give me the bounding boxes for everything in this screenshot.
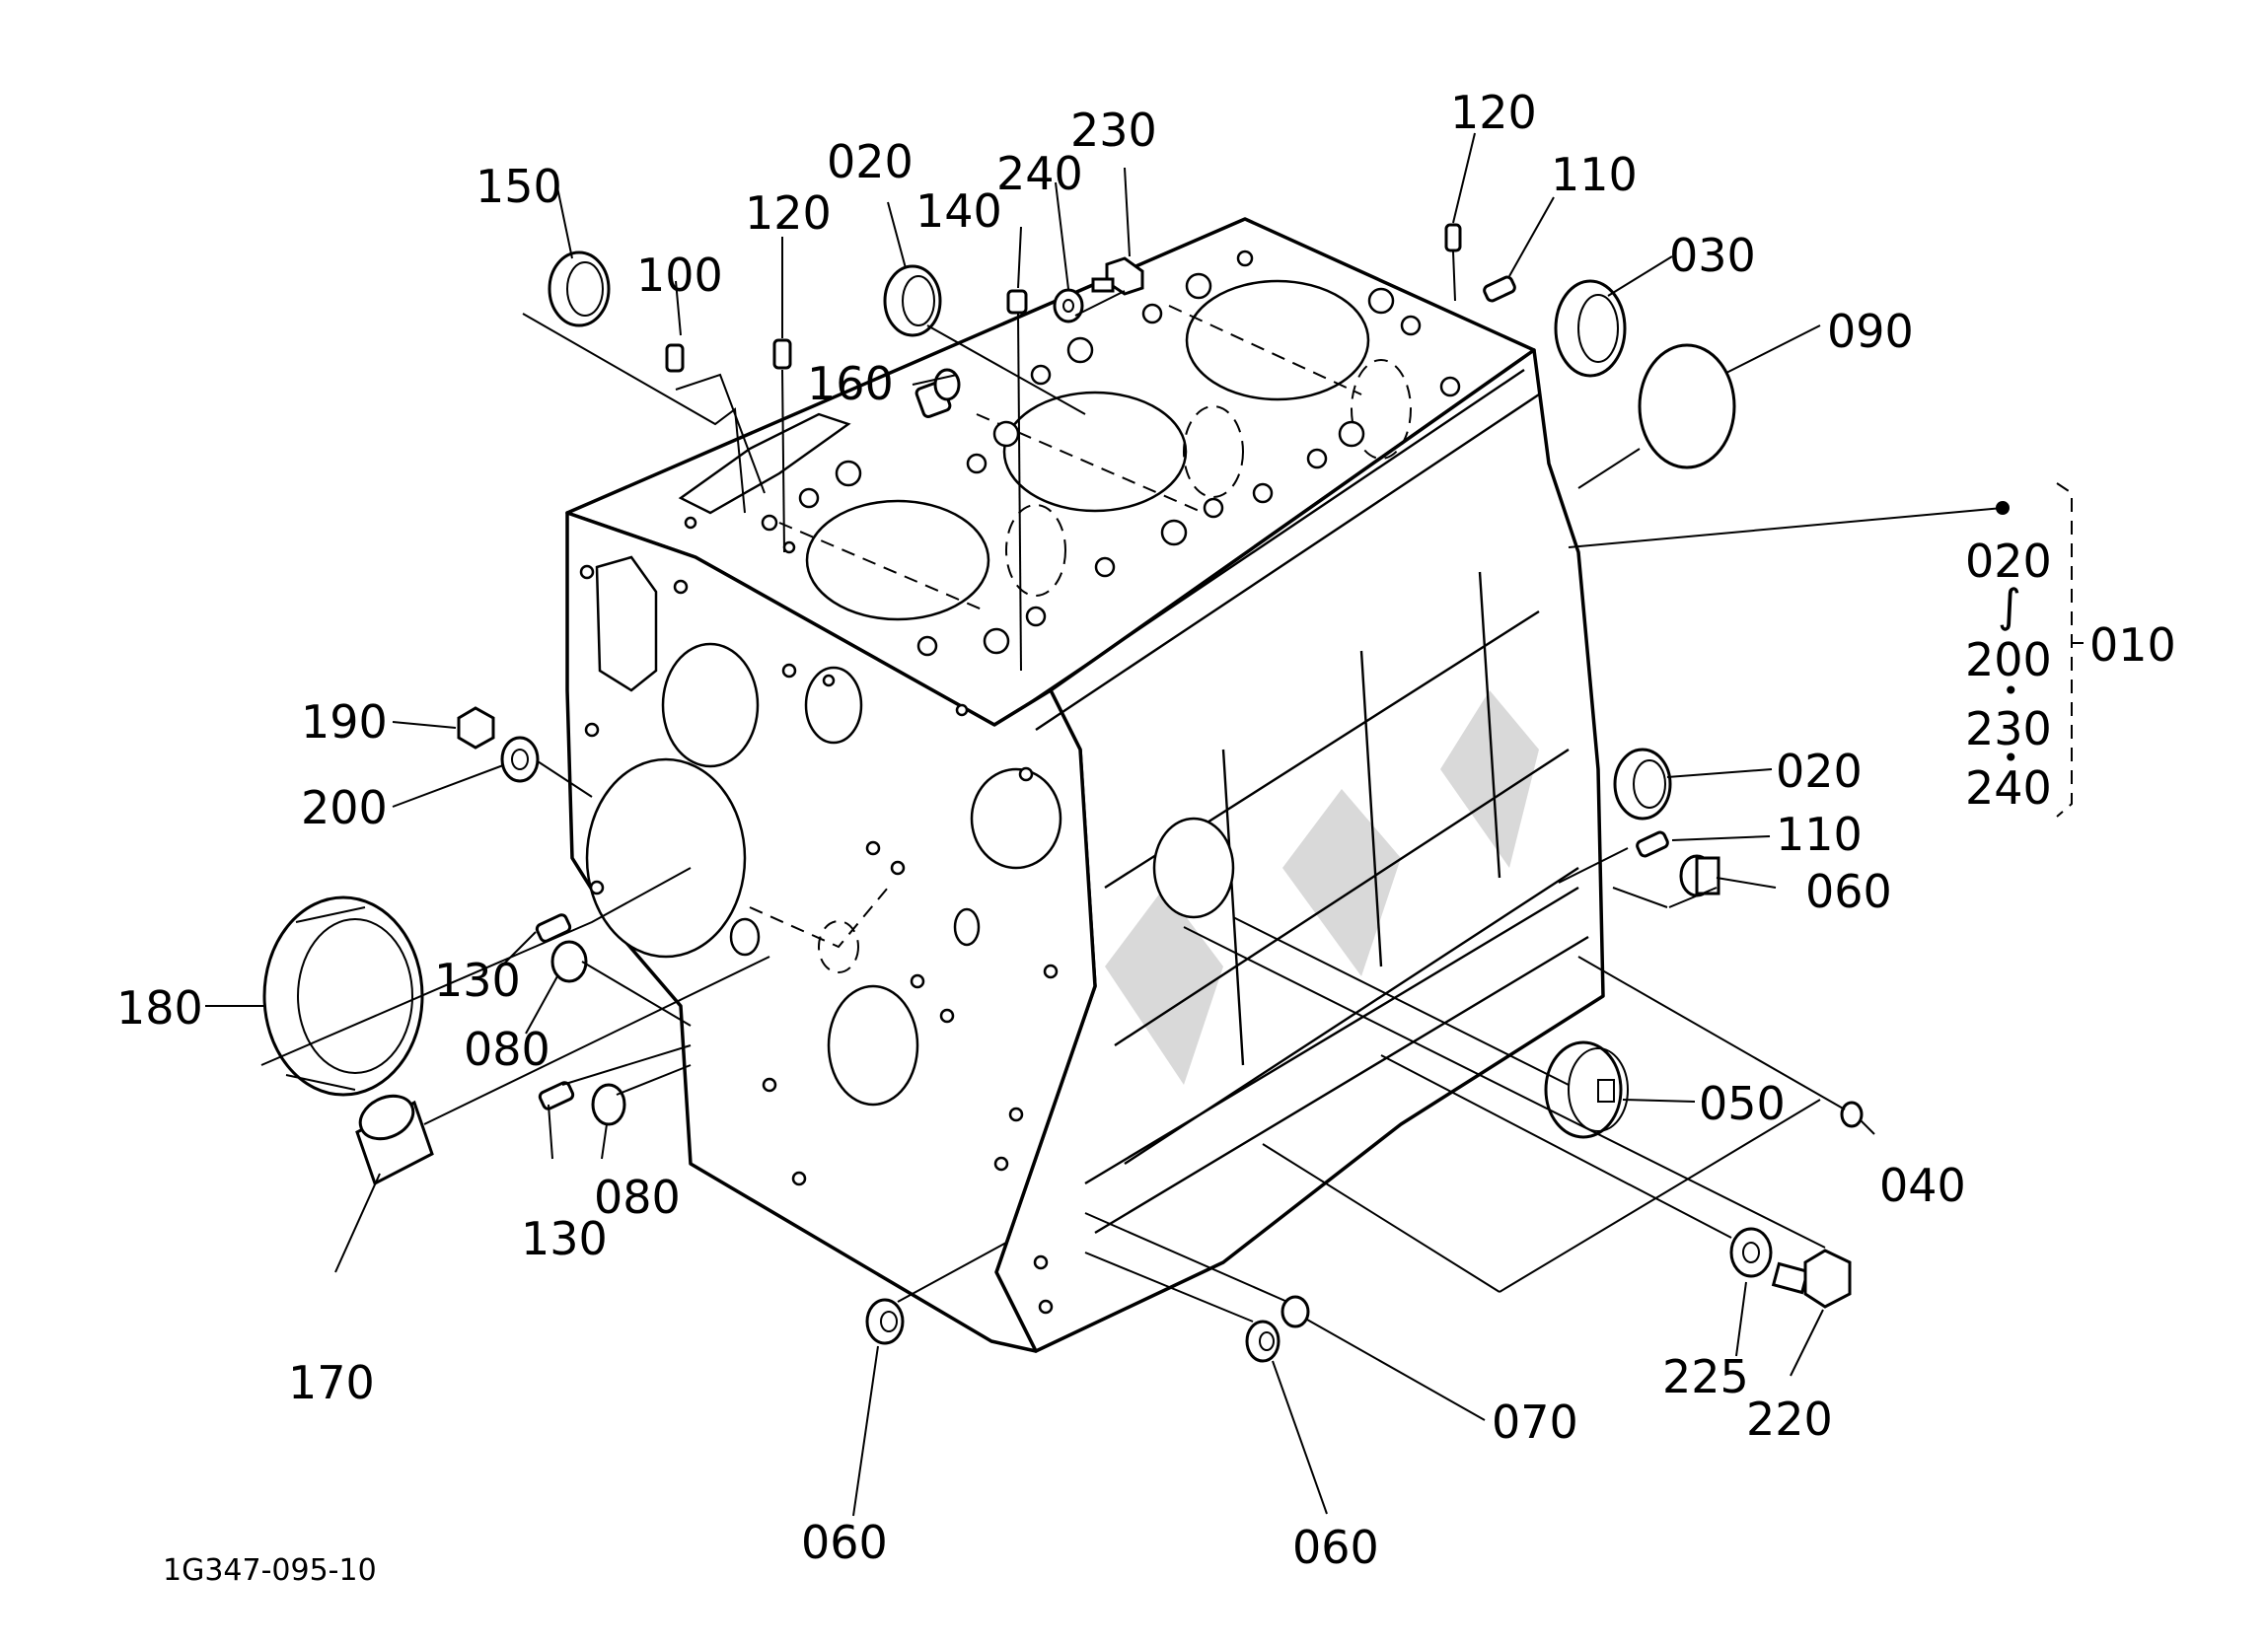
assembly-extra-240: 240 [1965,761,2052,815]
part-240-washer [1053,288,1084,323]
assembly-group: 020 ∫ 200 • 230 • 240 010 [1965,535,2176,815]
cylinder-block [565,217,1605,1353]
callout-060: 060 [1805,865,1892,918]
callout-130: 130 [521,1212,608,1265]
callout-230: 230 [1070,104,1157,157]
part-060-plug-right [1679,854,1720,897]
callout-140: 140 [915,184,1002,238]
part-060-plug-bottom-left [865,1298,905,1345]
part-160-plug [915,368,961,418]
parts [262,223,1864,1363]
callout-130: 130 [434,954,521,1007]
part-110-pin-right [1636,830,1669,858]
front-face-openings [585,555,1235,1107]
deck-holes [684,250,1461,657]
part-150-plug [548,250,611,327]
callout-150: 150 [476,160,562,213]
leader-lines [205,132,2004,1517]
part-030-plug [1554,279,1627,378]
callout-labels: 150 100 120 020 140 240 230 160 120 110 … [116,86,1966,1574]
callout-090: 090 [1827,305,1914,358]
callout-170: 170 [288,1356,375,1409]
callout-200: 200 [301,781,388,834]
callout-120: 120 [1450,86,1537,139]
part-140-screw [1006,289,1028,315]
part-230-bolt [1091,256,1144,296]
part-120-pin-left [772,338,792,370]
part-070-plug [1280,1295,1310,1328]
callout-060: 060 [1292,1521,1379,1574]
callout-080: 080 [594,1171,681,1224]
part-170-bushing [355,1094,434,1186]
part-040-plug [1840,1101,1864,1128]
assembly-dot-1: • [2003,675,2019,707]
front-face-small-holes [579,564,1059,1315]
assembly-bracket [1996,482,2084,818]
part-220-drain-plug [1771,1249,1852,1309]
callout-070: 070 [1492,1396,1578,1449]
callout-060: 060 [801,1516,888,1569]
callout-040: 040 [1879,1159,1966,1212]
assembly-range-end: 200 [1965,633,2052,686]
part-120-pin-right [1444,223,1462,252]
callout-160: 160 [807,357,894,410]
callout-030: 030 [1669,229,1756,282]
callout-020: 020 [1776,745,1863,798]
assembly-range-mark: ∫ [1998,579,2021,632]
callout-240: 240 [996,147,1083,200]
callout-220: 220 [1746,1393,1833,1446]
callout-080: 080 [464,1023,550,1076]
assembly-dot-2: • [2003,742,2019,774]
assembly-label-010: 010 [2089,618,2176,672]
part-110-pin-top [1483,275,1516,303]
part-080-plug-lower [591,1083,626,1126]
callout-180: 180 [116,981,203,1035]
part-020-plug-top [883,264,942,337]
part-080-plug-upper [550,940,588,983]
part-050-plug [1544,1040,1629,1139]
part-190-nut [457,706,495,750]
drawing-code: 1G347-095-10 [163,1553,377,1588]
part-200-washer [500,736,540,783]
callout-225: 225 [1662,1350,1749,1403]
part-090-plug [1638,343,1736,469]
part-100-pin [665,343,685,373]
part-020-plug-right [1613,748,1672,821]
callout-110: 110 [1551,148,1638,201]
callout-120: 120 [745,186,832,240]
assembly-extra-230: 230 [1965,702,2052,755]
part-130-pin-lower [538,1081,575,1110]
part-225-washer [1729,1227,1773,1278]
callout-050: 050 [1699,1077,1786,1130]
callout-110: 110 [1776,808,1863,861]
callout-020: 020 [827,135,914,188]
callout-100: 100 [636,249,723,302]
part-180-oil-seal [262,895,424,1097]
part-060-plug-bottom-right [1245,1320,1280,1363]
callout-190: 190 [301,695,388,749]
assembly-range-start: 020 [1965,535,2052,588]
